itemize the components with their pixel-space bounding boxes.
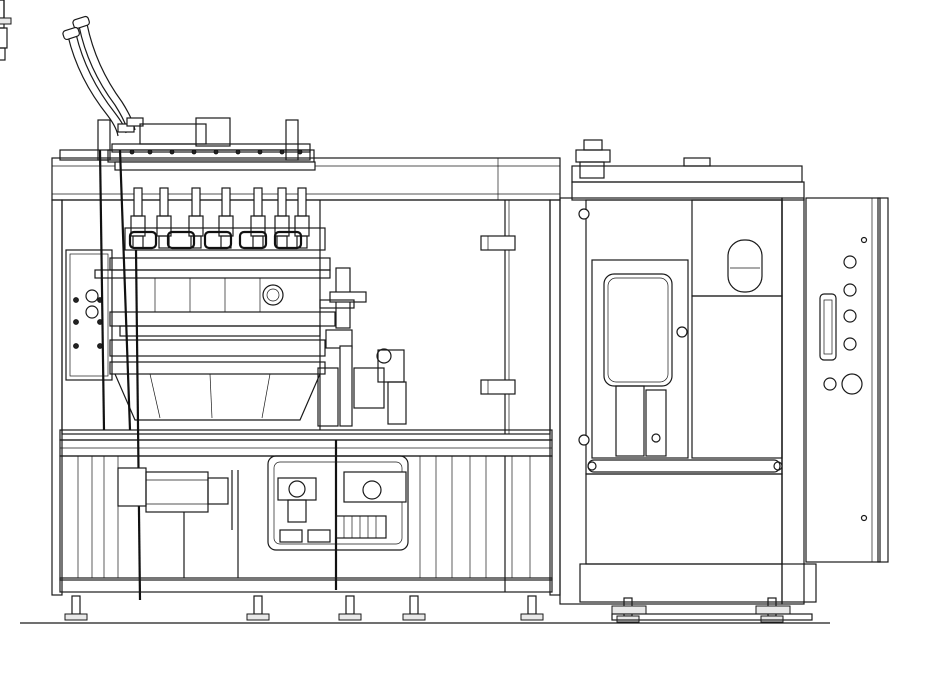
pneumatic-panel bbox=[267, 455, 409, 551]
gearbox-motor bbox=[117, 467, 239, 578]
rotary-table bbox=[94, 257, 407, 427]
upper-manifold bbox=[107, 149, 316, 171]
lower-base-frame bbox=[59, 455, 553, 593]
left-side-panel bbox=[65, 249, 113, 381]
control-panel bbox=[805, 197, 889, 563]
side-cabinet-right bbox=[559, 139, 817, 621]
leveling-feet bbox=[0, 0, 784, 623]
fill-valves bbox=[0, 0, 326, 251]
vertical-shafts bbox=[98, 149, 338, 601]
inlet-hoses bbox=[62, 15, 231, 147]
